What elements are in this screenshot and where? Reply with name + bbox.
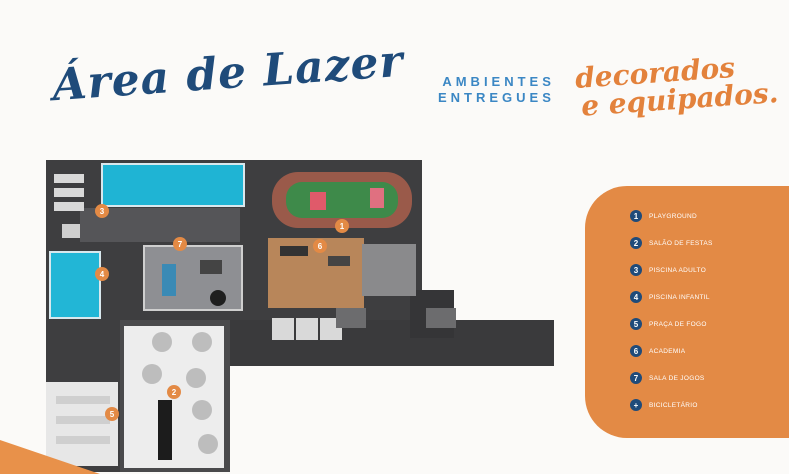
gym-equipment [328,256,350,266]
legend-label: SALA DE JOGOS [649,374,705,382]
svg-text:4: 4 [100,270,105,279]
fire-pit-bench [56,396,110,404]
svg-text:3: 3 [100,207,105,216]
svg-text:1: 1 [340,222,345,231]
svg-text:7: 7 [178,240,183,249]
game-room [143,245,243,311]
playground-equipment [370,188,384,208]
plan-marker-4: 4 [95,267,109,281]
party-tables [142,332,218,454]
game-console [200,260,222,274]
legend-item-fire-pit: 5 PRAÇA DE FOGO [630,317,707,331]
locker-room [296,318,318,340]
legend-label: PISCINA ADULTO [649,266,707,274]
legend-item-gym: 6 ACADEMIA [630,344,685,358]
legend-item-kids-pool: 4 PISCINA INFANTIL [630,290,710,304]
svg-text:6: 6 [318,242,323,251]
plan-marker-6: 6 [313,239,327,253]
legend-marker: + [630,399,642,411]
legend-item-game-room: 7 SALA DE JOGOS [630,371,705,385]
tagline: AMBIENTES ENTREGUES [438,74,555,106]
legend-marker: 4 [630,291,642,303]
legend-item-adult-pool: 3 PISCINA ADULTO [630,263,706,277]
legend-label: BICICLETÁRIO [649,401,698,409]
legend-marker: 6 [630,345,642,357]
legend-marker: 1 [630,210,642,222]
legend-label: ACADEMIA [649,347,686,355]
locker-room [272,318,294,340]
legend-label: SALÃO DE FESTAS [649,239,713,247]
adult-pool [101,163,245,207]
playground-equipment [310,192,326,210]
plan-bench [336,308,366,328]
legend-label: PLAYGROUND [649,212,698,220]
plan-marker-7: 7 [173,237,187,251]
legend-label: PRAÇA DE FOGO [649,320,707,328]
tagline-line-1: AMBIENTES [442,74,555,89]
legend-panel: 1 PLAYGROUND 2 SALÃO DE FESTAS 3 PISCINA… [585,186,789,438]
legend-item-bike-rack: + BICICLETÁRIO [630,398,698,412]
lounger [54,188,84,197]
lounger [54,174,84,183]
page-title: Área de Lazer [50,35,406,112]
legend-marker: 5 [630,318,642,330]
buffet-counter [158,400,172,460]
gym-equipment [280,246,308,256]
legend-label: PISCINA INFANTIL [649,293,710,301]
fire-pit-bench [56,416,110,424]
corner-accent [0,440,100,474]
plan-annex [362,244,416,296]
legend-item-party-hall: 2 SALÃO DE FESTAS [630,236,713,250]
plan-bench [426,308,456,328]
pool-chair [62,224,80,238]
svg-text:2: 2 [172,388,177,397]
legend-item-playground: 1 PLAYGROUND [630,209,697,223]
legend-marker: 2 [630,237,642,249]
plan-marker-3: 3 [95,204,109,218]
lounger [54,202,84,211]
legend-marker: 3 [630,264,642,276]
foosball [210,290,226,306]
kids-pool [49,251,101,319]
plan-marker-5: 5 [105,407,119,421]
svg-text:5: 5 [110,410,115,419]
plan-marker-2: 2 [167,385,181,399]
tagline-line-2: ENTREGUES [438,90,555,105]
legend-marker: 7 [630,372,642,384]
floor-plan: 1 2 3 4 5 6 7 [46,160,554,472]
plan-marker-1: 1 [335,219,349,233]
tagline-script: decorados e equipados. [574,51,779,123]
pool-table [162,264,176,296]
